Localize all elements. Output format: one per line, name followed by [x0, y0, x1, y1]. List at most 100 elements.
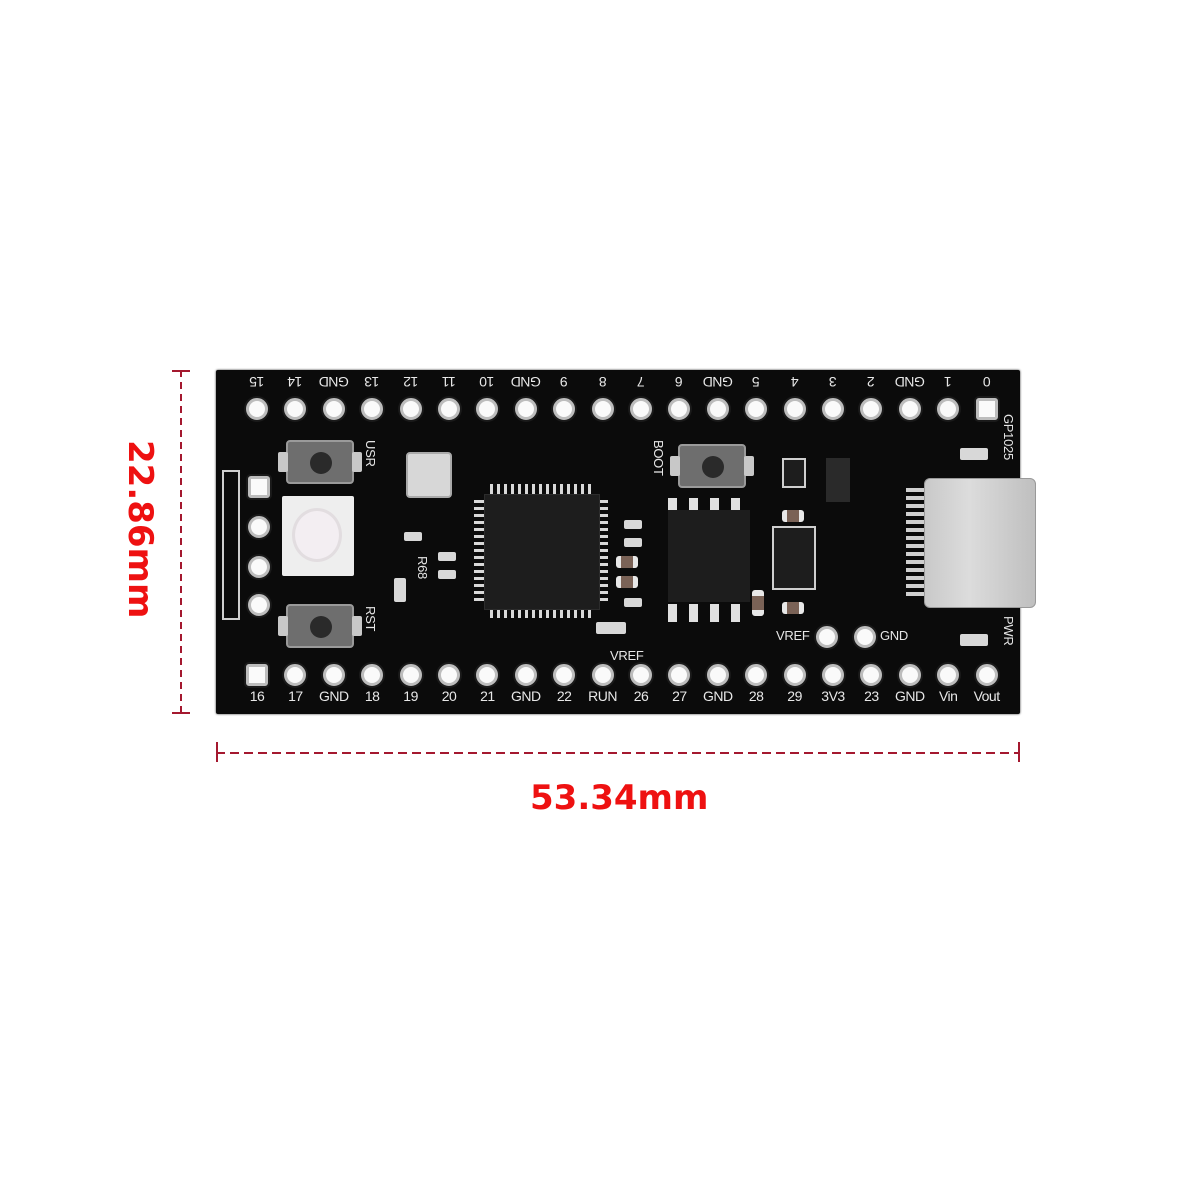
header-pin — [284, 664, 307, 686]
pin-label: 9 — [560, 374, 568, 390]
boot-button[interactable] — [670, 444, 754, 488]
header-pin — [399, 398, 422, 420]
led-lens-icon — [292, 508, 342, 562]
header-pin — [822, 664, 844, 686]
gnd-label: GND — [880, 628, 908, 643]
pin-label: 21 — [480, 688, 495, 704]
pin-label: 8 — [598, 374, 607, 390]
header-pin — [284, 398, 307, 420]
pin-label: 11 — [442, 374, 456, 390]
header-pin — [246, 664, 268, 686]
width-dimension-cap — [1018, 742, 1020, 762]
pin-label: 17 — [288, 688, 303, 704]
pin-label: 16 — [249, 688, 265, 704]
header-pin — [399, 664, 422, 686]
header-pin — [745, 398, 768, 420]
pin-label: Vout — [973, 688, 1001, 704]
mcu-chip — [484, 494, 600, 610]
pin-label: 4 — [790, 374, 799, 390]
side-pin — [248, 594, 270, 616]
header-pin — [860, 398, 883, 420]
header-pin — [783, 664, 806, 686]
header-pin — [476, 398, 499, 420]
header-pin — [706, 398, 729, 420]
button-cap-icon — [310, 616, 332, 638]
vref-small-label: VREF — [610, 648, 644, 663]
side-pin — [248, 516, 270, 538]
header-pin — [438, 398, 460, 420]
pin-label: 12 — [403, 374, 418, 390]
height-dimension-cap — [172, 370, 190, 372]
pin-label: 15 — [249, 374, 265, 390]
rst-button[interactable] — [278, 604, 362, 648]
pin-label: GND — [510, 374, 541, 390]
width-dimension-cap — [216, 742, 218, 762]
pin-label: 3V3 — [821, 688, 845, 704]
button-cap-icon — [310, 452, 332, 474]
vref-label: VREF — [776, 628, 810, 643]
pin-label: 20 — [441, 688, 457, 704]
pin-label: 0 — [982, 374, 991, 390]
height-dimension-label: 22.86mm — [120, 440, 160, 619]
status-led — [960, 448, 988, 460]
flash-chip — [668, 510, 750, 602]
pin-label: 26 — [633, 688, 649, 704]
flash-pins-bottom — [668, 604, 750, 622]
pin-label: 1 — [944, 374, 952, 390]
header-pin — [898, 398, 921, 420]
header-pin — [514, 664, 537, 686]
header-pin — [361, 398, 384, 420]
usb-c-pins — [906, 488, 924, 596]
smd-capacitor — [624, 598, 642, 607]
smd-capacitor — [782, 510, 804, 522]
pin-label: 6 — [675, 374, 684, 390]
pin-label: Vin — [938, 688, 958, 704]
header-pin — [745, 664, 768, 686]
header-pin — [975, 398, 998, 420]
pin-label: 19 — [403, 688, 418, 704]
pin-label: 13 — [364, 374, 380, 390]
smd-resistor — [404, 532, 422, 541]
mcu-pins-right — [598, 500, 608, 604]
usb-c-connector[interactable] — [924, 478, 1036, 608]
top-pin-header — [216, 398, 1020, 428]
smd-capacitor — [752, 590, 764, 616]
height-dimension-line — [180, 370, 182, 714]
pin-label: GND — [318, 374, 349, 390]
pin-label: 22 — [556, 688, 572, 704]
mcu-pins-left — [474, 500, 484, 604]
header-pin — [937, 664, 960, 686]
mcu-pins-top — [490, 484, 594, 494]
header-pin — [591, 398, 614, 420]
pin-label: 28 — [748, 688, 764, 704]
pin-label: GND — [894, 374, 925, 390]
pin-label: 10 — [480, 374, 495, 390]
gp1025-label: GP1025 — [1001, 414, 1016, 460]
button-cap-icon — [702, 456, 724, 478]
header-pin — [630, 398, 652, 420]
pin-label: 23 — [864, 688, 879, 704]
header-pin — [246, 398, 268, 420]
width-dimension-label: 53.34mm — [530, 778, 709, 818]
smd-capacitor — [624, 520, 642, 529]
pwr-label: PWR — [1001, 616, 1016, 646]
diode — [782, 458, 806, 488]
header-pin — [668, 398, 691, 420]
header-pin — [322, 664, 345, 686]
header-pin — [438, 664, 460, 686]
usr-button[interactable] — [278, 440, 362, 484]
pin-label: 3 — [829, 374, 837, 390]
rst-label: RST — [363, 606, 378, 632]
pin-label: GND — [702, 374, 733, 390]
smd-capacitor — [782, 602, 804, 614]
header-pin — [860, 664, 883, 686]
header-pin — [898, 664, 921, 686]
pin-label: 7 — [637, 374, 645, 390]
header-pin — [476, 664, 499, 686]
smd-capacitor — [624, 538, 642, 547]
header-pin — [937, 398, 960, 420]
smd-resistor — [438, 552, 456, 561]
pin-label: 18 — [364, 688, 380, 704]
pin-label: 27 — [672, 688, 687, 704]
